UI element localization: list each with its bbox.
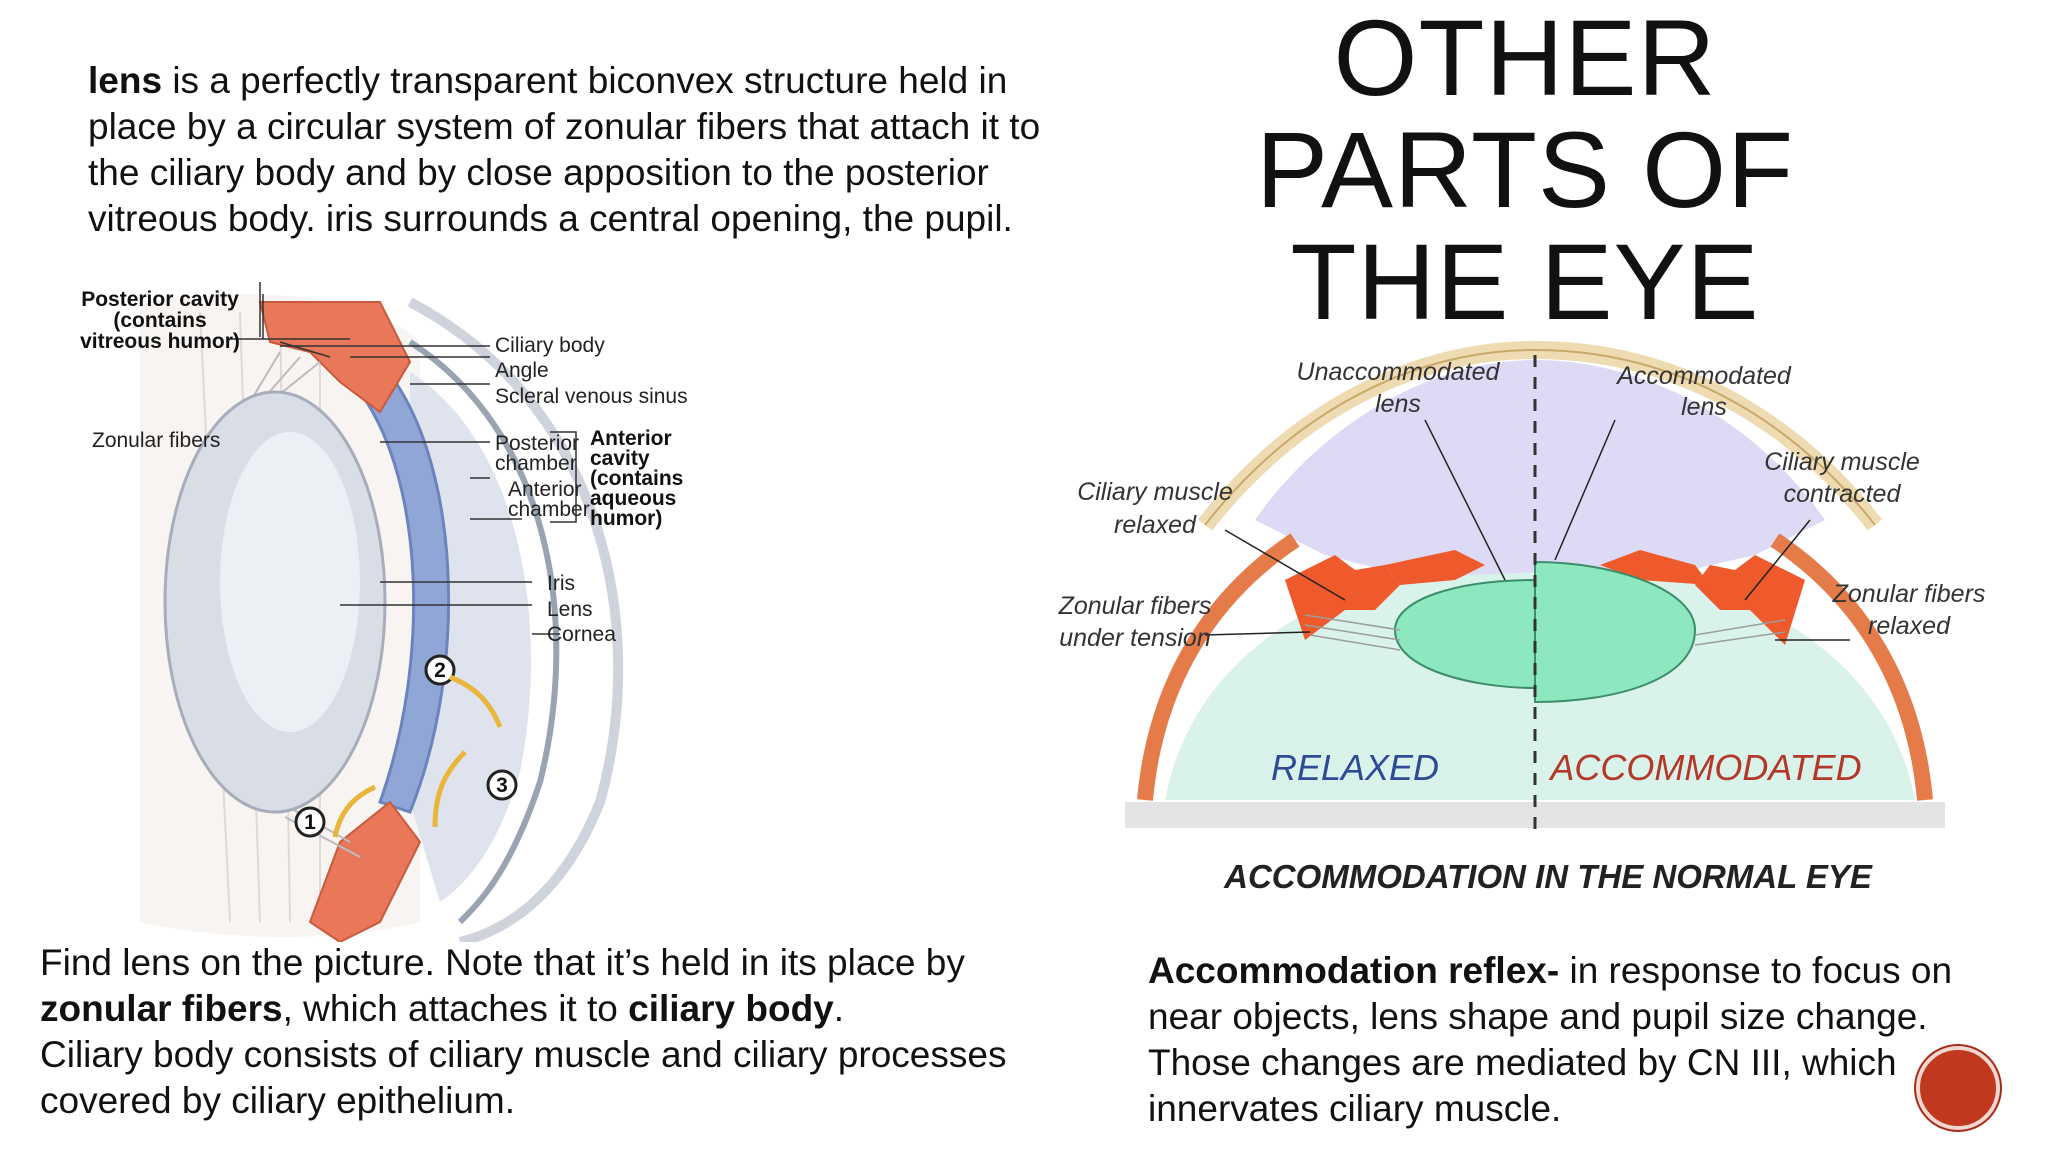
ciliary-body-label: Ciliary body — [495, 334, 605, 357]
ciliary-process-left — [1385, 550, 1485, 585]
sclera-right — [1770, 533, 1933, 801]
zonular-tension-line1: Zonular fibers — [1058, 592, 1212, 620]
caption-left-text-1: Find lens on the picture. Note that it’s… — [40, 942, 965, 983]
accommodated-state-label: ACCOMMODATED — [1548, 747, 1861, 788]
sclera-left — [1137, 533, 1300, 801]
marker-1: 1 — [294, 806, 326, 838]
zonular-fibers-label: Zonular fibers — [92, 429, 220, 452]
ciliary-process-right — [1600, 550, 1710, 585]
intro-paragraph: lens is a perfectly transparent biconvex… — [88, 58, 1098, 242]
anterior-chamber-line2: chamber — [508, 498, 590, 521]
ciliary-contracted-line1: Ciliary muscle — [1764, 448, 1920, 476]
zonular-relaxed-line1: Zonular fibers — [1832, 580, 1986, 608]
title-line-2: PARTS OF — [1255, 109, 1795, 230]
svg-text:3: 3 — [496, 774, 508, 797]
relaxed-state-label: RELAXED — [1271, 747, 1439, 788]
ciliary-muscle-left — [1285, 555, 1400, 640]
accommodated-label-line1: Accommodated — [1615, 362, 1792, 390]
posterior-chamber-line2: chamber — [495, 452, 577, 475]
ciliary-body-top — [258, 301, 412, 414]
posterior-cavity-label: Posterior cavity (contains vitreous humo… — [80, 288, 240, 353]
svg-text:2: 2 — [434, 659, 446, 682]
zonular-fibers-right — [1304, 614, 1786, 651]
marker-3: 3 — [486, 769, 518, 801]
caption-left: Find lens on the picture. Note that it’s… — [40, 940, 1040, 1124]
page-title: OTHER PARTS OF THE EYE — [1195, 2, 1855, 338]
anterior-cavity-line3: (contains — [590, 467, 683, 490]
flow-arrows — [332, 674, 503, 838]
caption-left-bold-zonular: zonular fibers — [40, 988, 283, 1029]
aqueous-chamber — [1255, 360, 1825, 578]
lens-highlight — [220, 432, 360, 732]
angle-label: Angle — [495, 359, 549, 382]
cornea-inner — [408, 339, 560, 925]
title-line-1: OTHER — [1333, 0, 1717, 118]
posterior-cavity-line1: Posterior cavity — [81, 288, 239, 311]
lens-relaxed-half — [1393, 578, 1536, 690]
intro-text: is a perfectly transparent biconvex stru… — [88, 60, 1041, 239]
marker-2: 2 — [424, 654, 456, 686]
caption-left-text-2: , which attaches it to — [282, 988, 629, 1029]
caption-left-text-4: Ciliary body consists of ciliary muscle … — [40, 1034, 1007, 1121]
posterior-cavity-line3: vitreous humor) — [80, 330, 240, 353]
anterior-cavity-line4: aqueous — [590, 487, 676, 510]
unaccommodated-label-line1: Unaccommodated — [1297, 358, 1501, 386]
posterior-chamber-line1: Posterior — [495, 432, 579, 455]
accommodation-diagram: Unaccommodated lens Accommodated lens Ci… — [1058, 340, 1986, 895]
iris — [358, 359, 451, 814]
iris-label: Iris — [547, 572, 575, 595]
anterior-cavity-line5: humor) — [590, 507, 662, 530]
slide-badge[interactable] — [1916, 1046, 2000, 1130]
pointer-lines — [1204, 419, 1850, 641]
cornea-label: Cornea — [547, 623, 616, 646]
ciliary-body-bottom — [308, 800, 422, 942]
anterior-cavity-label: Anterior cavity (contains aqueous humor) — [590, 427, 683, 530]
posterior-cavity-line2: (contains — [113, 309, 206, 332]
zonular-tension-line2: under tension — [1059, 624, 1211, 652]
accommodated-label-line2: lens — [1681, 393, 1727, 421]
lens-accommodated-half — [1534, 560, 1697, 704]
unaccommodated-label-line2: lens — [1375, 390, 1421, 418]
intro-bold-term: lens — [88, 60, 163, 101]
cornea-outer — [407, 297, 624, 942]
svg-text:1: 1 — [304, 811, 316, 834]
caption-right: Accommodation reflex- in response to foc… — [1148, 948, 2018, 1132]
ciliary-relaxed-line1: Ciliary muscle — [1077, 478, 1233, 506]
ciliary-muscle-right — [1695, 555, 1805, 645]
caption-left-bold-ciliary: ciliary body — [628, 988, 834, 1029]
caption-left-text-3: . — [833, 988, 845, 1029]
accommodation-reflex-term: Accommodation reflex- — [1148, 950, 1560, 991]
anterior-cavity-line1: Anterior — [590, 427, 672, 450]
leader-lines — [230, 282, 577, 635]
lens-label: Lens — [547, 598, 593, 621]
caption-right-text: in response to focus on near objects, le… — [1148, 950, 1953, 1129]
diagram-caption: ACCOMMODATION IN THE NORMAL EYE — [1223, 858, 1873, 895]
ciliary-relaxed-line2: relaxed — [1114, 511, 1197, 539]
zonular-relaxed-line2: relaxed — [1868, 612, 1951, 640]
ciliary-contracted-line2: contracted — [1784, 480, 1902, 508]
cornea-arc-edge — [1204, 348, 1876, 526]
eye-anatomy-diagram: Posterior cavity (contains vitreous humo… — [80, 282, 688, 942]
scleral-sinus-label: Scleral venous sinus — [495, 385, 688, 408]
anterior-cavity-line2: cavity — [590, 447, 650, 470]
title-line-3: THE EYE — [1290, 221, 1760, 342]
anterior-chamber-line1: Anterior — [508, 478, 582, 501]
